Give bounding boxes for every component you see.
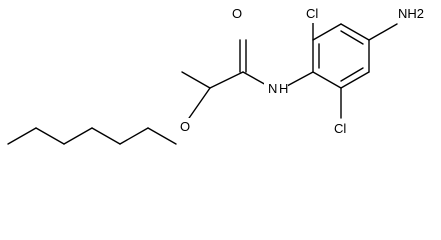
- propanamide-core: [181, 39, 314, 122]
- carbonyl-oxygen-label: O: [232, 6, 242, 21]
- ring-bond-3-inner: [340, 30, 364, 45]
- chlorine-top-label: Cl: [306, 6, 318, 21]
- bond-c3-c4: [63, 127, 93, 145]
- bond-carbonyl-n: [242, 71, 269, 87]
- ring-bond-5: [340, 71, 370, 89]
- hexyl-chain: [7, 127, 177, 145]
- bond-c1-c2: [7, 127, 37, 145]
- amide-nitrogen-label: N: [268, 81, 277, 96]
- ether-oxygen-label: O: [180, 119, 190, 134]
- bond-c4-c5: [91, 127, 121, 145]
- bond-ring-amino: [368, 23, 398, 41]
- chlorine-bottom-label: Cl: [334, 121, 346, 136]
- bond-n-ring: [286, 71, 314, 87]
- ring-substituents: [312, 21, 398, 119]
- structure-canvas: O Cl NH2 N H Cl O: [7, 4, 438, 145]
- atom-labels: O Cl NH2 N H Cl O: [175, 4, 438, 138]
- bond-c2-c3: [35, 127, 65, 145]
- bond-c5-c6: [119, 127, 149, 145]
- bond-o-ch: [186, 87, 211, 122]
- amide-hydrogen-label: H: [279, 81, 288, 96]
- ring-bond-6: [312, 71, 342, 89]
- ring-bond-5-inner: [340, 67, 364, 82]
- bond-c6-o: [147, 127, 177, 145]
- amino-group-label: NH2: [398, 6, 424, 21]
- molecule-structure: O Cl NH2 N H Cl O: [7, 4, 438, 145]
- ring-bond-3: [340, 23, 370, 41]
- bond-ch-carbonyl: [209, 71, 244, 89]
- ring-bond-2: [312, 23, 342, 41]
- aromatic-ring: [312, 23, 370, 89]
- bond-ch-methyl: [181, 71, 211, 89]
